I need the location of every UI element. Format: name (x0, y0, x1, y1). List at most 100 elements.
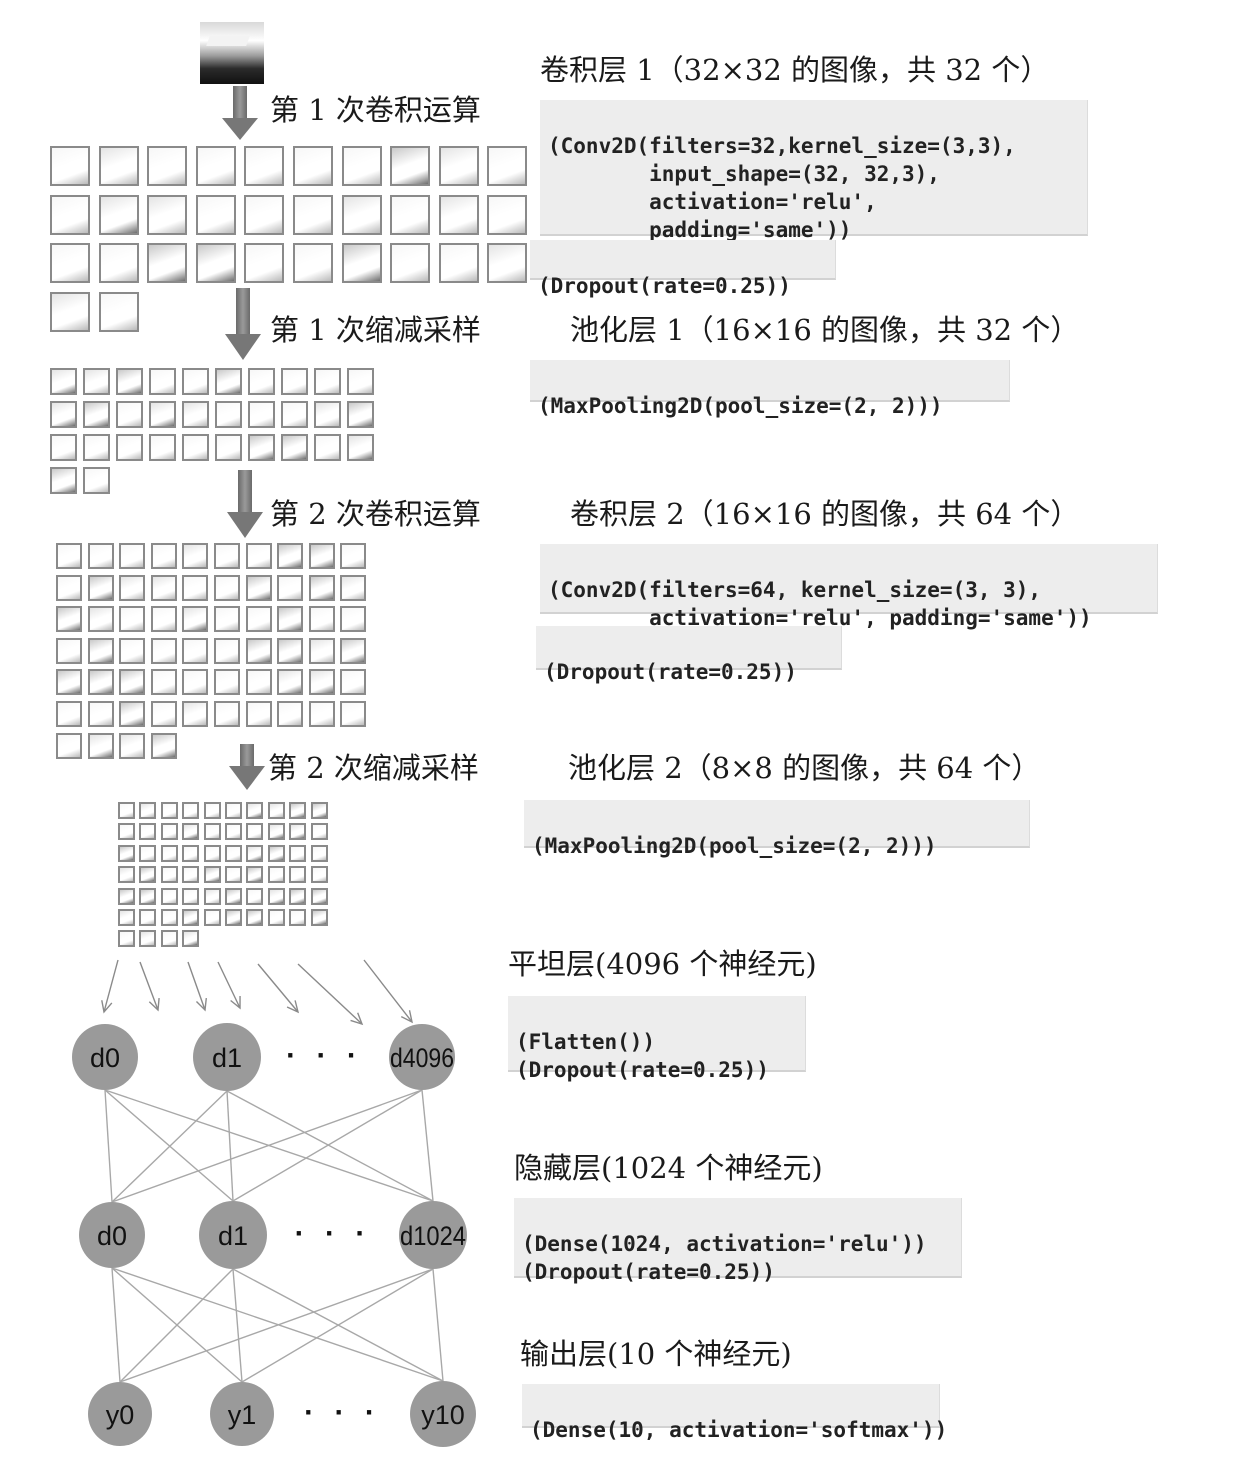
feature-map-tile (50, 146, 90, 186)
feature-map-tile (310, 866, 328, 884)
connection-line (119, 1268, 434, 1383)
feature-map-tile (118, 823, 135, 841)
feature-map-tile (182, 887, 200, 905)
feature-map-tile (116, 401, 143, 428)
feature-map-tile (390, 194, 431, 235)
feature-map-tile (245, 637, 272, 664)
feature-map-tile (182, 930, 200, 948)
feature-map-tile (147, 146, 188, 186)
feature-map-tile (308, 574, 335, 601)
feature-map-tile (160, 909, 178, 926)
feature-map-tile (50, 194, 90, 235)
feature-map-tile (244, 146, 285, 186)
flatten-arrow-head-icon (400, 1010, 413, 1024)
feature-map-tile (149, 401, 176, 428)
feature-map-tile (289, 844, 307, 862)
feature-map-tile (289, 909, 307, 926)
neuron-node (399, 1201, 467, 1269)
output-layer-title: 输出层(10 个神经元) (520, 1337, 792, 1371)
feature-map-tile (83, 467, 110, 494)
dropout2-code-block: (Dropout(rate=0.25)) (536, 626, 842, 684)
ellipsis-label: · · · (304, 1396, 381, 1429)
feature-map-tile (293, 243, 333, 284)
dropout1-code-block: (Dropout(rate=0.25)) (530, 240, 836, 298)
feature-map-tile (487, 146, 528, 186)
feature-map-tile (267, 823, 285, 841)
feature-map-tile (340, 543, 367, 569)
feature-map-tile (182, 669, 209, 696)
hidden-code-block: (Dense(1024, activation='relu'))(Dropout… (514, 1198, 962, 1284)
neuron-node (72, 1024, 138, 1090)
feature-map-tile (289, 866, 307, 884)
arrow-3-icon (227, 470, 263, 538)
feature-map-tile (182, 543, 209, 569)
connection-line (104, 1089, 234, 1202)
feature-map-tile (289, 887, 307, 905)
feature-map-tile (246, 823, 264, 841)
feature-map-tile (116, 368, 143, 395)
feature-map-tile (182, 606, 209, 633)
feature-map-tile (214, 637, 240, 664)
feature-map-tile (340, 701, 367, 727)
connection-line (104, 1089, 113, 1203)
feature-map-tile (118, 887, 135, 905)
flatten-code-block: (Flatten())(Dropout(rate=0.25)) (508, 996, 806, 1082)
feature-map-tile (340, 637, 367, 664)
code-line: (Conv2D(filters=32,kernel_size=(3,3), (548, 134, 1016, 158)
feature-map-tile (98, 291, 139, 332)
flatten-arrow-line (257, 963, 299, 1013)
feature-map-tile (203, 887, 221, 905)
feature-map-tile (116, 434, 143, 461)
feature-map-tile (56, 637, 82, 664)
neuron-node (210, 1382, 274, 1446)
neuron-node (199, 1201, 267, 1269)
feature-map-tile (438, 194, 479, 235)
feature-map-tile (347, 368, 374, 395)
connection-line (241, 1268, 434, 1383)
feature-map-tile (225, 866, 242, 884)
feature-map-tile (248, 368, 275, 395)
feature-map-tile (245, 606, 272, 633)
feature-map-tile (139, 930, 157, 948)
step-conv2-label: 第 2 次卷积运算 (270, 497, 481, 531)
code-line: (Dropout(rate=0.25)) (538, 274, 791, 298)
arrow-1-icon (222, 86, 258, 140)
code-line: (Conv2D(filters=64, kernel_size=(3, 3), (548, 578, 1042, 602)
feature-map-tile (225, 823, 242, 841)
neuron-label: d1 (218, 1221, 248, 1251)
feature-map-tile (310, 887, 328, 905)
feature-map-tile (50, 243, 90, 284)
conv2-code-block: (Conv2D(filters=64, kernel_size=(3, 3), … (540, 544, 1158, 630)
feature-map-tile (98, 194, 139, 235)
feature-map-tile (310, 802, 328, 819)
feature-map-tile (215, 434, 242, 461)
feature-map-tile (314, 434, 341, 461)
pool2-code-block: (MaxPooling2D(pool_size=(2, 2))) (524, 800, 1030, 858)
feature-map-tile (281, 401, 308, 428)
feature-map-tile (150, 732, 177, 759)
feature-map-tile (293, 146, 333, 186)
feature-map-tile (119, 574, 146, 601)
feature-map-tile (225, 844, 242, 862)
connection-line (232, 1089, 423, 1202)
feature-map-tile (182, 574, 209, 601)
neuron-node (88, 1382, 152, 1446)
code-line: (Dense(10, activation='softmax')) (530, 1418, 948, 1442)
pool1-layer-title: 池化层 1（16×16 的图像，共 32 个） (570, 313, 1080, 347)
neuron-node (389, 1024, 455, 1090)
feature-map-tile (390, 243, 431, 284)
feature-map-tile (150, 543, 177, 569)
feature-map-tile (267, 866, 285, 884)
feature-map-tile (87, 669, 114, 696)
ellipsis-label: · · · (295, 1217, 372, 1250)
feature-map-tile (182, 637, 209, 664)
feature-map-tile (248, 434, 275, 461)
feature-map-tile (139, 887, 157, 905)
feature-map-tile (118, 866, 135, 884)
step-conv1-label: 第 1 次卷积运算 (270, 93, 481, 127)
feature-map-tile (310, 844, 328, 862)
feature-map-tile (160, 802, 178, 819)
feature-map-tile (267, 887, 285, 905)
feature-map-tile (195, 243, 236, 284)
